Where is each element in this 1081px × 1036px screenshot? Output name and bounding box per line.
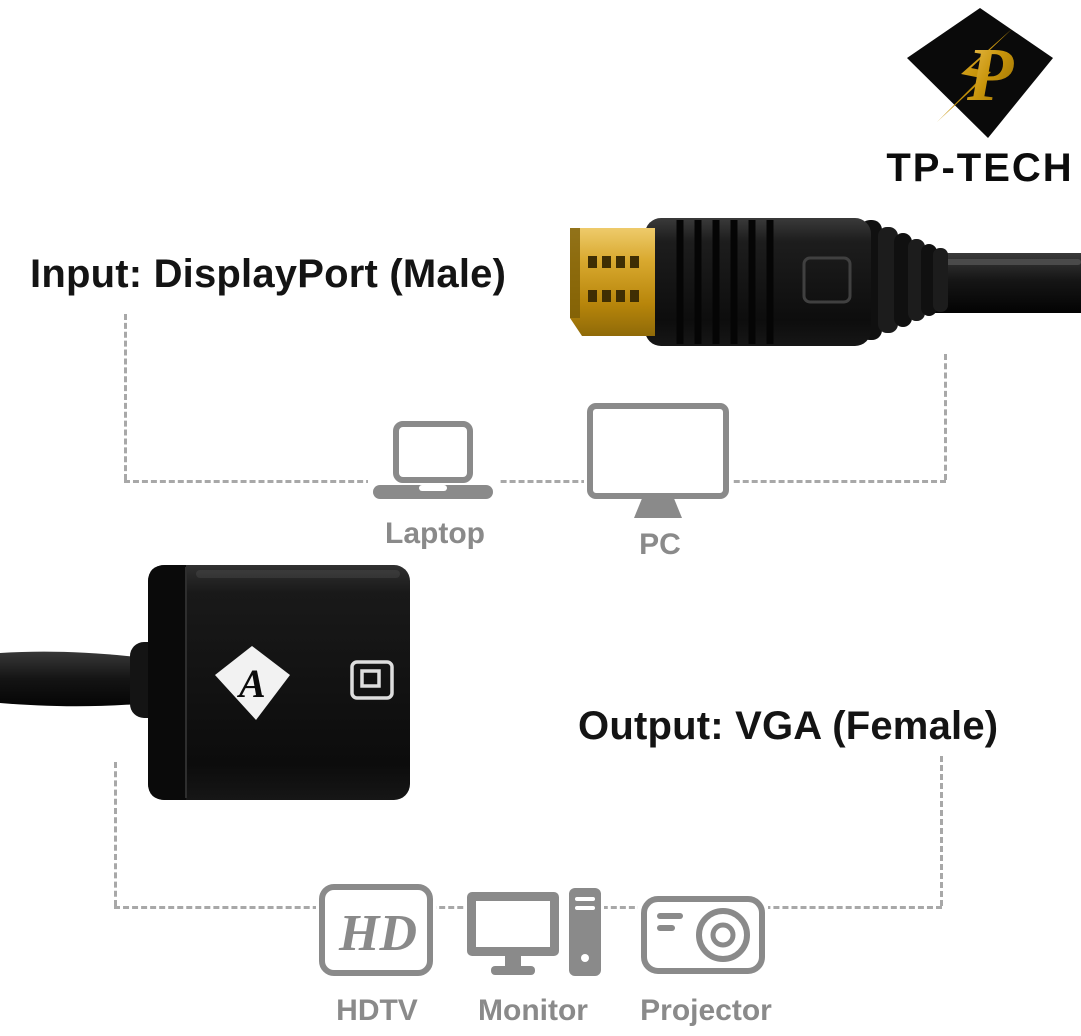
dp-strain-relief	[860, 220, 948, 340]
dp-cable-highlight	[930, 259, 1081, 265]
dashed-line-input-left	[124, 314, 127, 480]
adapter-sheen	[196, 570, 400, 578]
dp-latch-button	[802, 256, 852, 304]
laptop-glyph-icon	[373, 421, 493, 499]
hdtv-glyph-icon: HD	[319, 884, 433, 976]
adapter-monitor-icon	[350, 660, 394, 700]
brand-block: P TP-TECH	[878, 6, 1081, 191]
logo-bolt-icon	[937, 28, 1013, 122]
pc-icon	[584, 401, 732, 525]
dp-gold-plug	[570, 228, 655, 336]
pc-glyph-icon	[587, 403, 729, 518]
projector-label: Projector	[640, 994, 772, 1027]
dp-plug-pins	[588, 256, 639, 302]
dashed-line-input-right	[944, 354, 947, 480]
vga-adapter: A	[0, 565, 410, 800]
adapter-logo-diamond-icon	[215, 646, 290, 720]
input-heading: Input: DisplayPort (Male)	[30, 252, 507, 296]
dp-plug-edge	[570, 228, 580, 318]
adapter-vga-flange	[148, 565, 186, 800]
dp-grip-ribs	[676, 220, 774, 344]
adapter-cable	[0, 651, 162, 707]
monitor-label: Monitor	[478, 994, 588, 1027]
dashed-line-output-right	[940, 756, 943, 906]
adapter-logo-letter: A	[236, 661, 266, 706]
pc-label: PC	[639, 528, 681, 561]
laptop-label: Laptop	[385, 517, 485, 550]
laptop-icon	[368, 417, 498, 515]
logo-letter: P	[966, 33, 1014, 117]
hdtv-icon: HD	[316, 881, 436, 979]
hdtv-label: HDTV	[336, 994, 418, 1027]
dashed-line-output-left	[114, 762, 117, 906]
tp-tech-logo-icon: P	[907, 8, 1053, 138]
projector-icon	[638, 888, 768, 980]
projector-glyph-icon	[641, 896, 765, 974]
monitor-glyph-icon	[467, 888, 601, 976]
displayport-male-connector	[570, 218, 1081, 346]
brand-name: TP-TECH	[886, 146, 1074, 190]
output-heading: Output: VGA (Female)	[578, 704, 999, 748]
hd-glyph: HD	[338, 905, 417, 962]
monitor-icon	[464, 884, 604, 984]
dashed-line-input-bottom	[124, 480, 946, 483]
